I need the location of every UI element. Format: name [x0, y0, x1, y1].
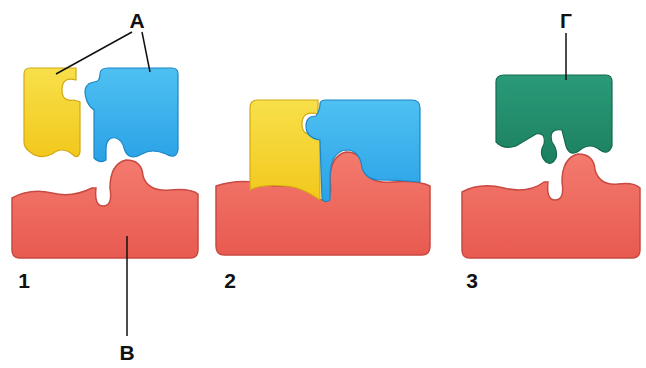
- leader-line: [142, 32, 150, 72]
- substrate-blue: [85, 68, 178, 162]
- inhibitor-green: [496, 75, 612, 163]
- enzyme-shape: [12, 160, 198, 258]
- callout-number: 3: [466, 270, 478, 291]
- substrate-blue: [306, 100, 420, 202]
- substrate-yellow: [24, 68, 80, 157]
- callout-number: 1: [18, 270, 30, 291]
- callout-number: 2: [224, 270, 236, 291]
- part-label: В: [119, 342, 134, 363]
- leader-line: [56, 32, 132, 74]
- leader-line: [565, 33, 567, 80]
- leader-line: [126, 236, 128, 336]
- part-label: Г: [560, 10, 572, 31]
- enzyme-shape: [462, 154, 640, 258]
- part-label: А: [129, 10, 144, 31]
- substrate-yellow: [250, 100, 320, 200]
